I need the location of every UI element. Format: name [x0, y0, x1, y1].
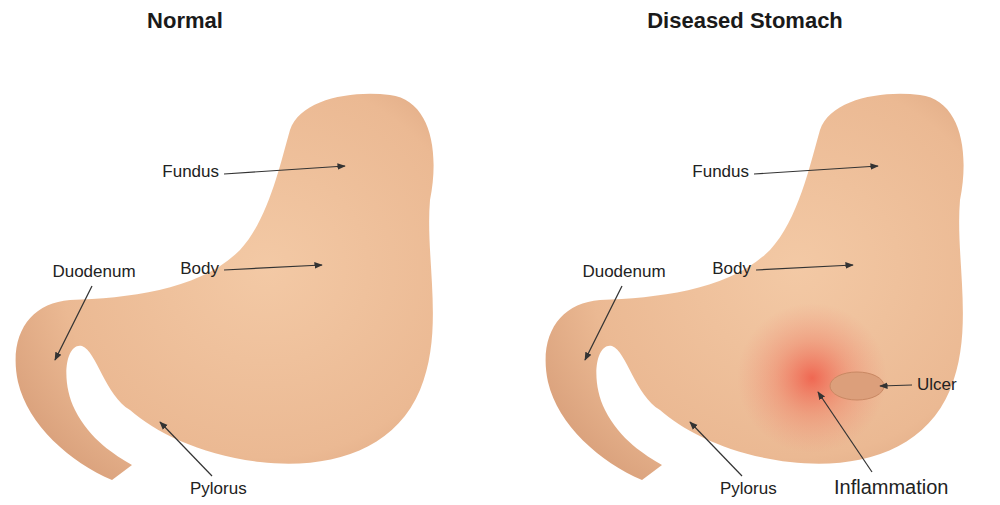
title-text: Normal — [147, 8, 223, 33]
part-label: Body — [712, 259, 751, 279]
part-label: Fundus — [692, 162, 749, 182]
part-label: Duodenum — [52, 262, 135, 282]
part-label: Pylorus — [190, 479, 247, 499]
title-text: Diseased Stomach — [647, 8, 843, 33]
inflammation-area — [737, 303, 887, 453]
normal-stomach — [16, 94, 434, 480]
part-label: Ulcer — [917, 375, 957, 395]
part-label: Inflammation — [834, 476, 949, 499]
leader-lines — [55, 166, 912, 476]
diseased-stomach — [546, 94, 964, 480]
part-label: Body — [180, 259, 219, 279]
ulcer — [830, 372, 884, 400]
part-label: Pylorus — [720, 479, 777, 499]
part-label: Duodenum — [582, 262, 665, 282]
part-label: Fundus — [162, 162, 219, 182]
